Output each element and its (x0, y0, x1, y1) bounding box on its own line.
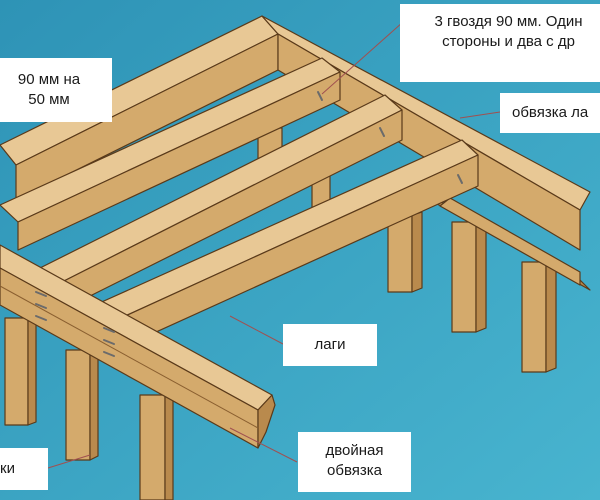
right-band-beam (261, 15, 591, 291)
front-posts (4, 314, 174, 500)
posts-label: ки (0, 448, 48, 490)
joists-label: лаги (283, 324, 377, 366)
joist-band-label: обвязка ла (500, 93, 600, 133)
nails-line2: стороны и два с др (442, 33, 575, 50)
nails-line1: 3 гвоздя 90 мм. Один (434, 13, 583, 30)
double-band-label: двойная обвязка (298, 432, 411, 492)
board-size-line2: 50 мм (28, 91, 70, 108)
back-band-beam (0, 15, 279, 201)
board-size-label: 90 мм на 50 мм (0, 58, 112, 122)
double-band-line2: обвязка (327, 462, 382, 479)
joists-text: лаги (314, 336, 346, 353)
board-size-line1: 90 мм на (17, 71, 81, 88)
joist-band-text: обвязка ла (512, 104, 589, 121)
nails (35, 91, 463, 357)
nails-label: 3 гвоздя 90 мм. Один стороны и два с др (400, 4, 600, 82)
joists (0, 57, 479, 353)
double-band-line1: двойная (325, 442, 384, 459)
leader-lines (47, 21, 501, 469)
double-band-beam (0, 244, 276, 449)
posts-text: ки (0, 460, 15, 477)
